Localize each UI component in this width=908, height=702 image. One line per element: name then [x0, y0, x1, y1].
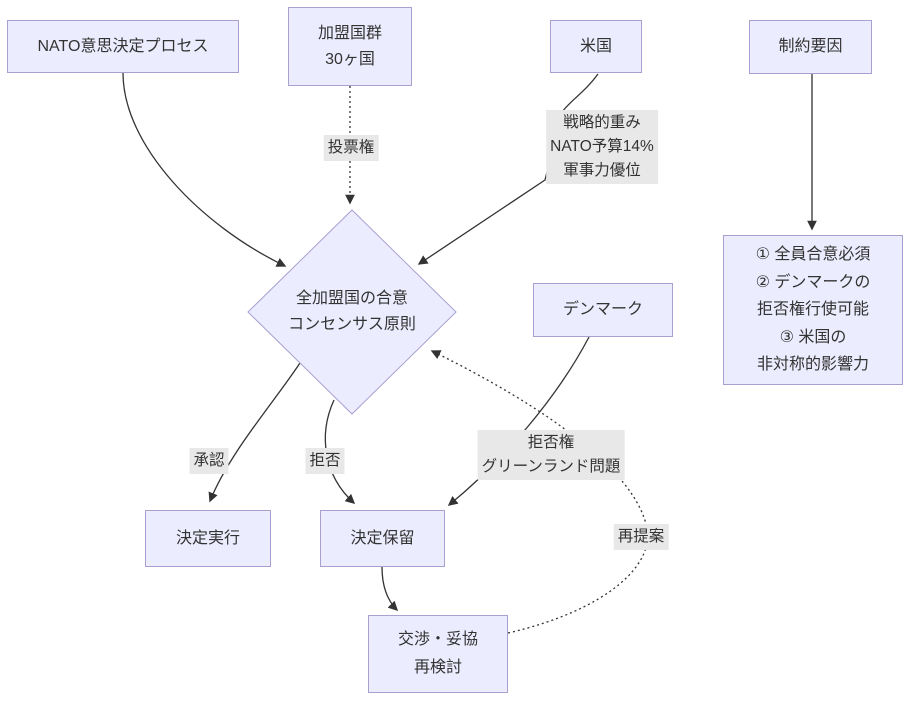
node-usa: 米国 — [550, 20, 642, 73]
consensus-diamond-shape — [247, 209, 457, 415]
node-consensus-label: 全加盟国の合意 コンセンサス原則 — [288, 290, 416, 333]
edge-denmark-to-hold — [447, 336, 590, 506]
node-decision-execute: 決定実行 — [145, 510, 271, 567]
edge-label-reject: 拒否 — [305, 447, 345, 475]
edge-hold-to-negotiate — [381, 566, 399, 612]
edge-label-veto-greenland: 拒否権 グリーンランド問題 — [477, 429, 625, 481]
node-nato-process: NATO意思決定プロセス — [7, 20, 239, 73]
edge-negotiate-to-consensus-dotted — [430, 350, 649, 634]
edge-label-strategic-weight: 戦略的重み NATO予算14% 軍事力優位 — [546, 109, 658, 185]
node-denmark: デンマーク — [533, 283, 673, 337]
node-negotiate: 交渉・妥協 再検討 — [368, 615, 508, 693]
edge-label-approve: 承認 — [189, 447, 229, 475]
edge-consensus-to-execute — [208, 362, 301, 503]
node-constraint-list: ① 全員合意必須 ② デンマークの 拒否権行使可能 ③ 米国の 非対称的影響力 — [723, 235, 903, 385]
edge-process-to-consensus — [122, 72, 287, 267]
node-decision-hold: 決定保留 — [320, 510, 445, 567]
edge-label-voting-rights: 投票権 — [323, 134, 379, 162]
node-constraint-factors: 制約要因 — [749, 20, 872, 74]
node-member-states: 加盟国群 30ヶ国 — [288, 7, 412, 86]
edge-label-repropose: 再提案 — [613, 523, 669, 551]
